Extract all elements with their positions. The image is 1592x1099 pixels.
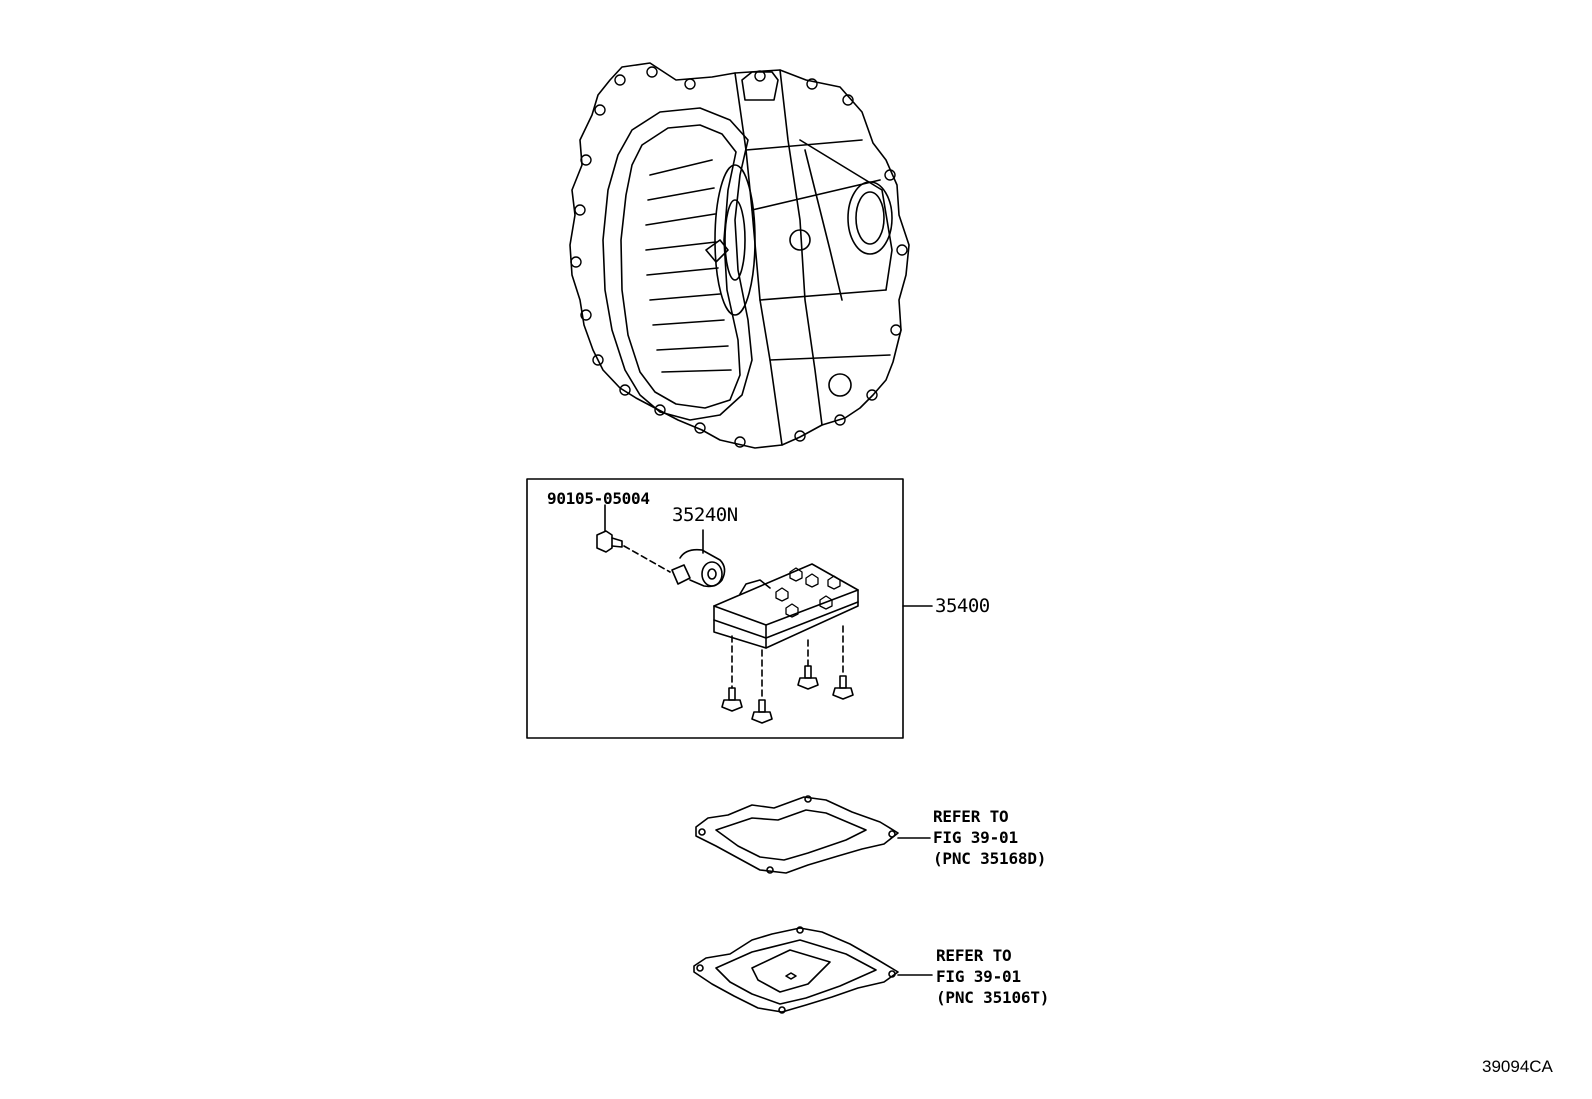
figure-code: 39094CA	[1482, 1057, 1553, 1076]
bolt-install-path	[623, 545, 671, 573]
oil-pan-illustration	[693, 926, 899, 1014]
solenoid-part-number[interactable]: 35240N	[672, 504, 738, 526]
reference-line-1: REFER TO	[933, 807, 1009, 826]
valve-body-part-number[interactable]: 35400	[935, 595, 990, 617]
reference-line-3: (PNC 35168D)	[933, 849, 1047, 868]
valve-body-illustration	[713, 563, 859, 649]
reference-line-2: FIG 39-01	[933, 828, 1018, 847]
reference-line-2: FIG 39-01	[936, 967, 1021, 986]
reference-line-1: REFER TO	[936, 946, 1012, 965]
mounting-bolts-illustration	[721, 625, 854, 724]
bolt-part-number[interactable]: 90105-05004	[547, 489, 650, 508]
assembly-frame	[526, 478, 904, 739]
transaxle-housing-illustration	[569, 62, 910, 449]
oil-pan-reference-note[interactable]: REFER TO FIG 39-01 (PNC 35106T)	[936, 945, 1049, 1008]
gasket-illustration	[695, 795, 899, 874]
gasket-reference-note[interactable]: REFER TO FIG 39-01 (PNC 35168D)	[933, 806, 1046, 869]
reference-line-3: (PNC 35106T)	[936, 988, 1050, 1007]
bolt-illustration	[596, 530, 623, 553]
solenoid-illustration	[671, 548, 726, 588]
